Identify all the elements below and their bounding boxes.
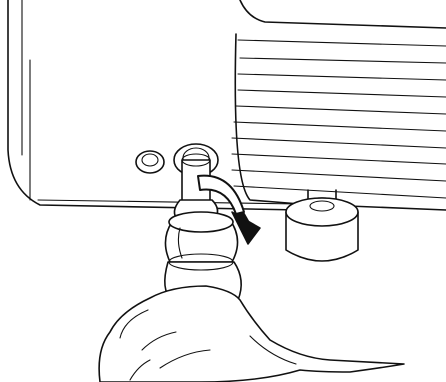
fin-block bbox=[232, 0, 446, 210]
unit-housing bbox=[8, 0, 300, 210]
hand bbox=[99, 286, 404, 382]
tool-handle bbox=[165, 200, 241, 300]
plug-cap bbox=[136, 151, 164, 173]
support-foot bbox=[286, 190, 358, 261]
